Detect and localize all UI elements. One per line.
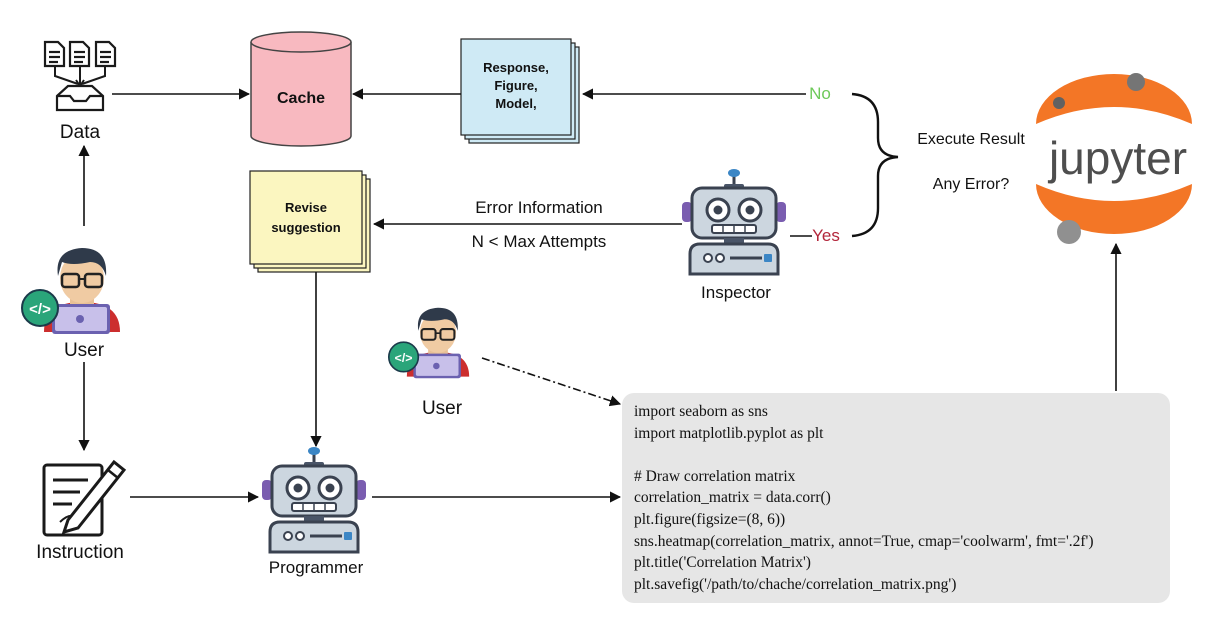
user2-label: User — [422, 398, 463, 419]
yes-label: Yes — [812, 226, 840, 245]
code-line-7: sns.heatmap(correlation_matrix, annot=Tr… — [634, 532, 1094, 550]
data-label: Data — [60, 122, 101, 143]
data-icon — [43, 40, 117, 112]
documents-icon — [43, 40, 117, 68]
cache-label: Cache — [277, 90, 325, 107]
code-block: import seaborn as sns import matplotlib.… — [622, 393, 1170, 603]
response-line-2: Figure, — [494, 78, 537, 93]
jupyter-logo-icon: jupyter — [1036, 73, 1192, 244]
code-line-6: plt.figure(figsize=(8, 6)) — [634, 510, 786, 528]
response-stack: Response, Figure, Model, — [460, 38, 580, 144]
code-line-5: correlation_matrix = data.corr() — [634, 489, 831, 507]
execute-result-label: Execute Result — [917, 131, 1025, 148]
code-line-1: import seaborn as sns — [634, 403, 768, 420]
programmer-robot-icon — [260, 445, 368, 554]
user2-coder-icon — [387, 306, 471, 380]
inbox-tray-icon — [55, 84, 105, 112]
error-information-label: Error Information — [475, 198, 603, 217]
no-label: No — [809, 84, 831, 103]
inspector-label: Inspector — [701, 283, 771, 302]
user-label: User — [64, 340, 105, 361]
decision-brace — [851, 92, 899, 238]
code-line-4: # Draw correlation matrix — [634, 467, 796, 485]
code-line-2: import matplotlib.pyplot as plt — [634, 424, 824, 442]
any-error-label: Any Error? — [933, 176, 1010, 193]
max-attempts-label: N < Max Attempts — [472, 232, 607, 251]
arrows — [78, 88, 1122, 503]
programmer-label: Programmer — [269, 558, 364, 577]
response-line-1: Response, — [483, 60, 549, 75]
instruction-pencil-icon — [42, 459, 127, 537]
code-line-9: plt.savefig('/path/to/chache/correlation… — [634, 575, 957, 593]
jupyter-wordmark: jupyter — [1047, 132, 1187, 184]
instruction-label: Instruction — [36, 542, 124, 563]
inspector-robot-icon — [680, 167, 788, 276]
cache-node: Cache — [250, 31, 352, 147]
revise-line-1: Revise — [285, 200, 327, 215]
response-line-3: Model, — [495, 96, 536, 111]
code-line-8: plt.title('Correlation Matrix') — [634, 554, 811, 572]
arrow-user2-to-code — [481, 357, 622, 407]
code-line-3 — [634, 444, 1160, 466]
revise-suggestion-stack: Revise suggestion — [249, 170, 371, 273]
revise-line-2: suggestion — [271, 220, 340, 235]
user-coder-icon — [20, 246, 122, 336]
